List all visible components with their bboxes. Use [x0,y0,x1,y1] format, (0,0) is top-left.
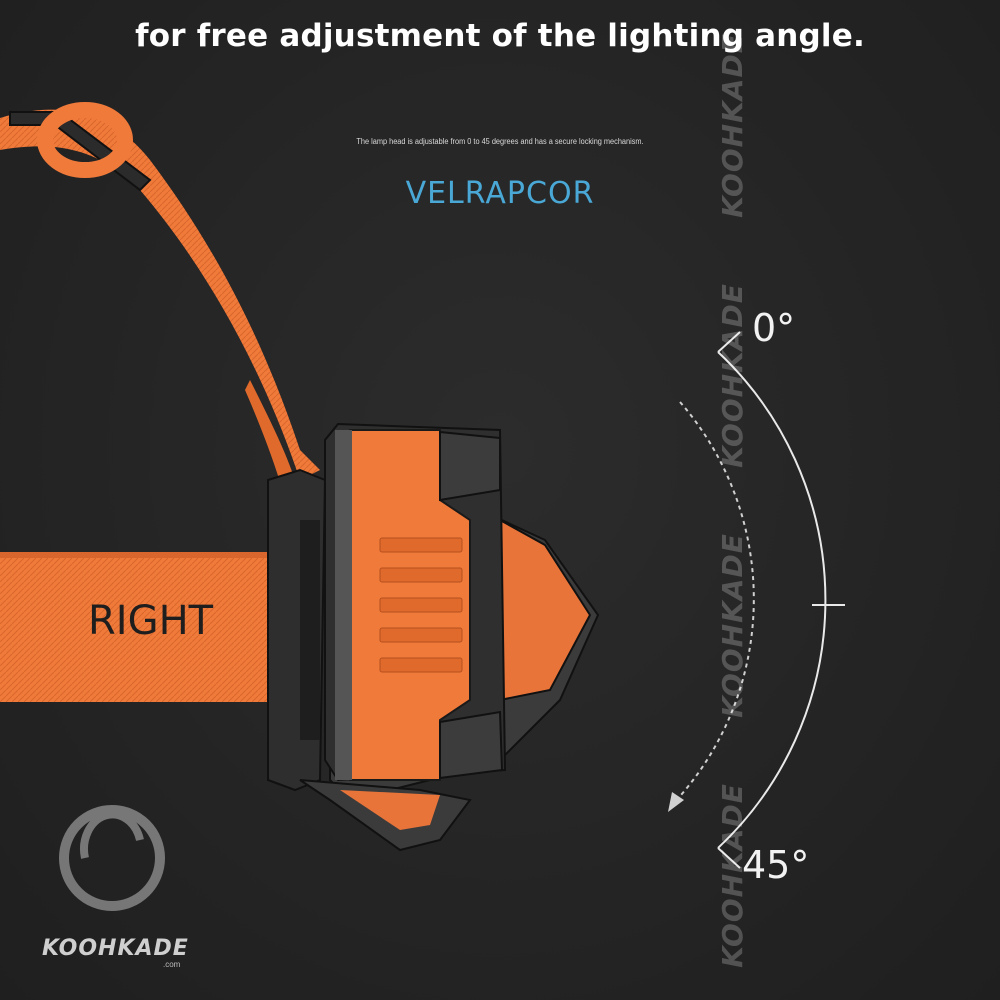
watermark-text: KOOHKADE [715,532,749,718]
subline: The lamp head is adjustable from 0 to 45… [356,137,644,146]
logo-text: KOOHKADE [42,936,189,961]
main-strap [0,552,298,702]
watermark-text: KOOHKADE [715,32,749,218]
watermark-text: KOOHKADE [715,282,749,468]
top-strap-inner [245,380,295,482]
watermark-column: KOOHKADE KOOHKADE KOOHKADE KOOHKADE [712,0,752,1000]
angle-end-label: 45° [742,843,810,887]
angle-arc [717,351,827,849]
top-strap [0,109,320,480]
strap-loop [37,102,133,178]
headline: for free adjustment of the lighting angl… [135,18,865,54]
angle-start-label: 0° [752,306,796,350]
koohkade-logo [59,805,165,911]
strap-label: RIGHT [88,598,214,644]
rotation-arrow [671,401,755,806]
logo-sub: .com [163,960,181,969]
brand-name: VELRAPCOR [405,176,595,211]
grip-ribs [379,537,463,673]
watermark-text: KOOHKADE [715,782,749,968]
